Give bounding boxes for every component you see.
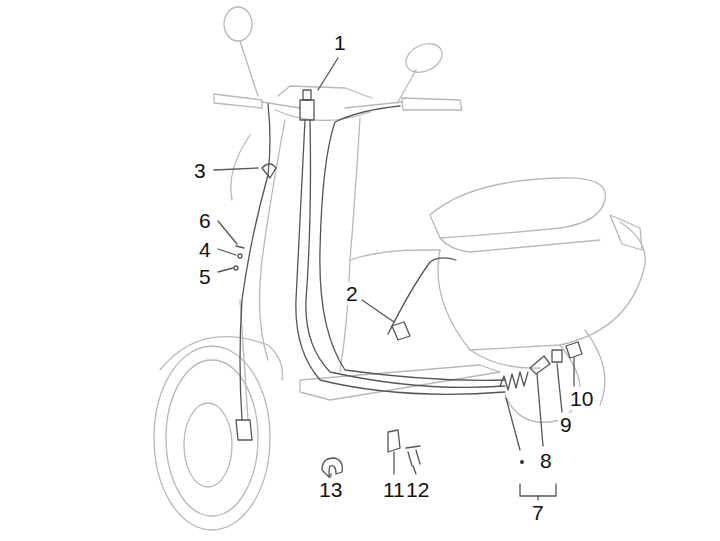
- callout-number: 10: [568, 387, 595, 410]
- callout-number: 11: [381, 478, 407, 501]
- callout-number: 8: [538, 449, 554, 472]
- callout-number: 4: [197, 238, 213, 261]
- callout-number: 7: [530, 501, 546, 524]
- callout-number: 2: [344, 282, 360, 305]
- callout-number: 12: [404, 478, 431, 501]
- callout-number: 5: [197, 265, 213, 288]
- callout-number: 3: [192, 159, 208, 182]
- callout-number: 6: [197, 209, 213, 232]
- callout-number: 1: [332, 31, 348, 54]
- callout-number: 9: [558, 413, 574, 436]
- callout-number: 13: [317, 478, 344, 501]
